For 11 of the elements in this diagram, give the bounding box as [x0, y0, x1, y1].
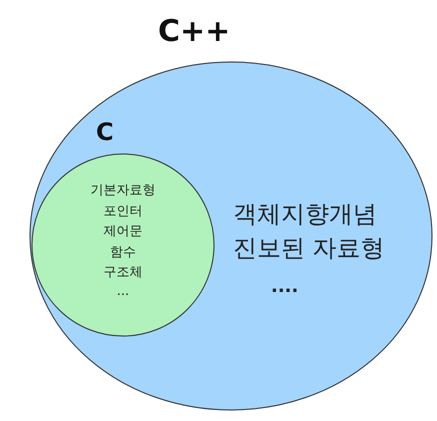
- feature-text: 제어문: [102, 223, 144, 240]
- feature-text: 함수: [109, 244, 137, 260]
- feature-text: 객체지향개념: [233, 199, 377, 230]
- feature-text: 진보된 자료형: [233, 233, 385, 264]
- feature-text: 기본자료형: [90, 182, 156, 199]
- feature-text: 구조체: [102, 264, 144, 281]
- set-heading: C++: [158, 14, 230, 49]
- set-heading: C: [96, 118, 114, 146]
- feature-text: ....: [271, 276, 298, 297]
- feature-text: ...: [116, 284, 130, 298]
- feature-text: 포인터: [102, 202, 144, 220]
